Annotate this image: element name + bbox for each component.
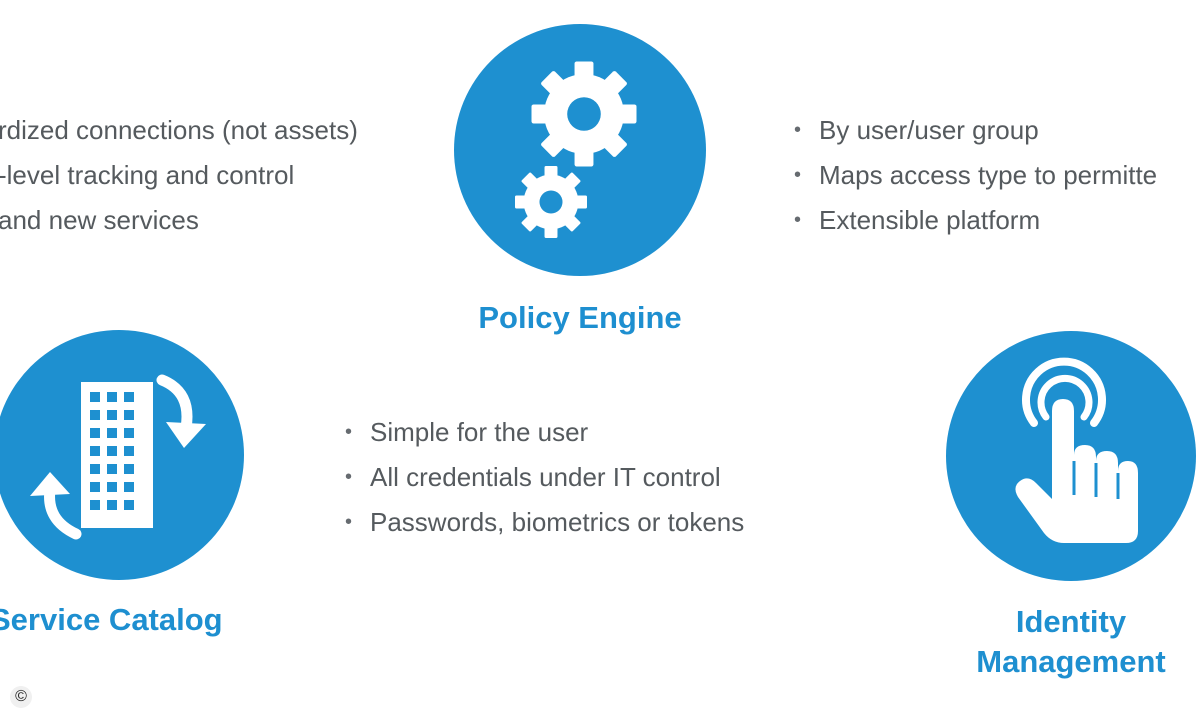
identity-management-circle [946, 331, 1196, 581]
gears-icon [515, 61, 637, 238]
policy-left-bullet-2: -level tracking and control [0, 160, 295, 190]
identity-bullet-2: All credentials under IT control [345, 455, 744, 500]
policy-right-bullet-list: By user/user group Maps access type to p… [794, 108, 1157, 243]
identity-management-title-line2: Management [976, 644, 1166, 679]
policy-engine-circle [454, 24, 706, 276]
service-catalog-circle [0, 330, 244, 580]
policy-left-bullet-3: and new services [0, 205, 199, 235]
copyright-badge: © [10, 686, 32, 708]
identity-bullet-1: Simple for the user [345, 410, 744, 455]
policy-left-bullet-list: rdized connections (not assets) -level t… [0, 108, 358, 243]
policy-right-bullet-2: Maps access type to permitte [794, 153, 1157, 198]
policy-right-bullet-1: By user/user group [794, 108, 1157, 153]
identity-bullet-3: Passwords, biometrics or tokens [345, 500, 744, 545]
service-catalog-title: Service Catalog [0, 602, 223, 637]
building-refresh-icon [30, 374, 206, 540]
policy-right-bullet-3: Extensible platform [794, 198, 1157, 243]
policy-left-bullet-1: rdized connections (not assets) [0, 115, 358, 145]
identity-management-title-line1: Identity [1015, 604, 1127, 639]
touch-hand-icon [1015, 357, 1138, 543]
identity-management-title: Identity Management [945, 602, 1197, 682]
identity-bullet-list: Simple for the user All credentials unde… [345, 410, 744, 545]
policy-engine-title: Policy Engine [478, 300, 682, 335]
